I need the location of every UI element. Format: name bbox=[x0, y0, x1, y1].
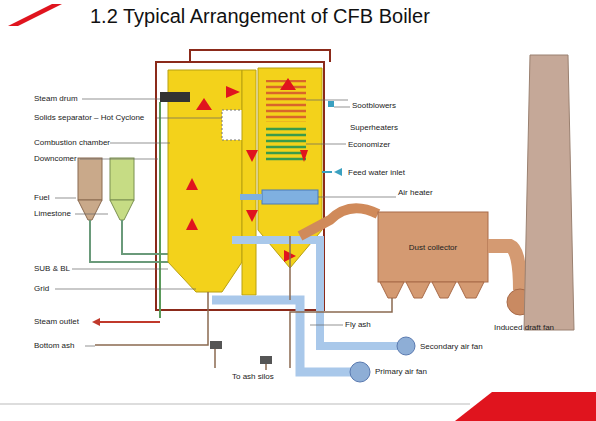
part-label: To ash silos bbox=[232, 372, 274, 381]
part-label: Sootblowers bbox=[352, 101, 396, 110]
part-label: Economizer bbox=[348, 140, 390, 149]
part-label: Grid bbox=[34, 284, 49, 293]
part-label: Induced draft fan bbox=[494, 323, 554, 332]
node-text: Dust collector bbox=[409, 243, 457, 252]
part-label: Fuel bbox=[34, 193, 50, 202]
slide-title: 1.2 Typical Arrangement of CFB Boiler bbox=[90, 5, 430, 27]
part-label: Superheaters bbox=[350, 123, 398, 132]
part-label: Limestone bbox=[34, 209, 71, 218]
part-label: Bottom ash bbox=[34, 341, 74, 350]
part-label: Feed water inlet bbox=[348, 168, 405, 177]
part-label: Air heater bbox=[398, 188, 433, 197]
part-label: Solids separator – Hot Cyclone bbox=[34, 113, 144, 122]
part-label: SUB & BL bbox=[34, 264, 70, 273]
part-label: Fly ash bbox=[345, 320, 371, 329]
part-label: Downcomer bbox=[34, 154, 77, 163]
dust-collector-box: Dust collector bbox=[378, 212, 488, 282]
part-label: Secondary air fan bbox=[420, 342, 483, 351]
part-label: Combustion chamber bbox=[34, 138, 110, 147]
part-label: Primary air fan bbox=[375, 367, 427, 376]
part-label: Steam drum bbox=[34, 94, 78, 103]
part-label: Steam outlet bbox=[34, 317, 79, 326]
